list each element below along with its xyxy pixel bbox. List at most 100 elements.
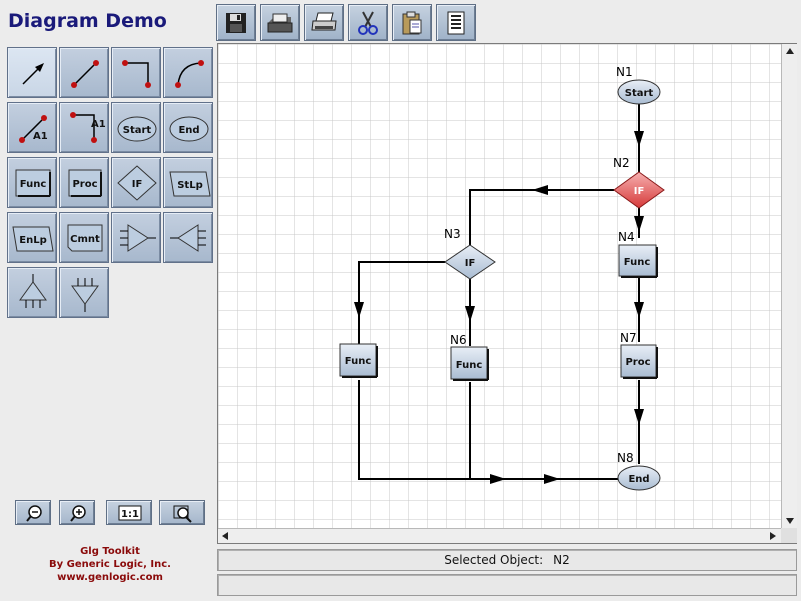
save-button[interactable] <box>216 4 256 41</box>
properties-button[interactable] <box>436 4 476 41</box>
grid-background <box>218 44 781 528</box>
node-shape <box>613 171 665 209</box>
toolbar <box>216 4 801 42</box>
link-func-n8 <box>358 380 618 480</box>
straight-line-icon <box>71 60 99 88</box>
paste-button[interactable] <box>392 4 432 41</box>
node-shape <box>617 465 661 491</box>
node-id-label: N1 <box>616 65 633 79</box>
credits-website[interactable]: www.genlogic.com <box>57 572 163 583</box>
node-id-label: N4 <box>618 230 635 244</box>
zoom-to-icon <box>173 505 192 523</box>
diagram-nodes: Start N1 IF N2 IF N3 Func N4 <box>339 65 665 491</box>
floppy-disk-icon <box>226 12 246 33</box>
end-node-button[interactable]: End <box>163 102 213 153</box>
ellipse-icon: Start <box>117 116 157 142</box>
start-loop-node-button[interactable]: StLp <box>163 157 213 208</box>
scissors-icon <box>358 11 378 35</box>
node-id-label: N2 <box>613 156 630 170</box>
zoom-out-icon <box>26 505 42 522</box>
node-id-label: N6 <box>450 333 467 347</box>
end-loop-node-button[interactable]: EnLp <box>7 212 57 263</box>
diamond-icon: IF <box>117 165 157 201</box>
palette-label: Func <box>20 179 47 190</box>
triangle-up-button[interactable] <box>7 267 57 318</box>
open-button[interactable] <box>260 4 300 41</box>
zoom-reset-button[interactable]: 1:1 <box>106 500 152 525</box>
select-tool-button[interactable] <box>7 47 57 98</box>
message-bar <box>217 574 797 596</box>
triangle-right-button[interactable] <box>111 212 161 263</box>
straight-link-button[interactable] <box>59 47 109 98</box>
credits: Glg Toolkit By Generic Logic, Inc. www.g… <box>20 545 200 584</box>
vertical-scroll-arrows <box>786 48 794 524</box>
diagram-canvas[interactable]: Start N1 IF N2 IF N3 Func N4 <box>217 43 797 544</box>
node-shape <box>339 343 377 377</box>
comment-box-icon: Cmnt <box>67 224 103 252</box>
elbow-link-button[interactable] <box>111 47 161 98</box>
node-text: Func <box>345 356 372 367</box>
labeled-line-icon: A1 <box>19 115 48 143</box>
palette-label: A1 <box>91 119 106 130</box>
node-n8[interactable]: End N8 <box>617 451 661 491</box>
zoom-out-button[interactable] <box>15 500 51 525</box>
arc-link-button[interactable] <box>163 47 213 98</box>
proc-node-button[interactable]: Proc <box>59 157 109 208</box>
arc-line-icon <box>175 60 204 88</box>
arrow-down <box>634 409 644 425</box>
node-n3[interactable]: IF N3 <box>444 227 496 280</box>
palette-label: Cmnt <box>70 234 100 245</box>
node-n2[interactable]: IF N2 <box>613 156 665 209</box>
start-node-button[interactable]: Start <box>111 102 161 153</box>
box-icon: Proc <box>68 169 102 197</box>
parallelogram-icon: StLp <box>169 171 211 197</box>
horizontal-scroll-arrows <box>222 532 776 540</box>
selected-object-label: Selected Object: <box>444 553 544 567</box>
diagram-drawing[interactable]: Start N1 IF N2 IF N3 Func N4 <box>218 44 781 528</box>
arrow-pointer-icon <box>22 63 44 85</box>
zoom-in-button[interactable] <box>59 500 95 525</box>
link-arrows <box>354 131 644 484</box>
scroll-down-icon <box>786 518 794 524</box>
vertical-scrollbar[interactable] <box>781 44 797 528</box>
labeled-elbow-link-button[interactable]: A1 <box>59 102 109 153</box>
node-shape <box>617 79 661 105</box>
credits-company: By Generic Logic, Inc. <box>49 559 171 570</box>
triangle-left-button[interactable] <box>163 212 213 263</box>
cut-button[interactable] <box>348 4 388 41</box>
node-n4[interactable]: Func N4 <box>618 230 658 278</box>
if-node-button[interactable]: IF <box>111 157 161 208</box>
node-n1[interactable]: Start N1 <box>616 65 661 105</box>
triangle-down-button[interactable] <box>59 267 109 318</box>
labeled-elbow-icon: A1 <box>70 112 106 143</box>
node-text: Func <box>456 360 483 371</box>
node-n6[interactable]: Func N6 <box>450 333 489 381</box>
node-func-unnamed[interactable]: Func <box>339 343 378 378</box>
credits-product: Glg Toolkit <box>80 546 140 557</box>
arrow-left <box>532 185 548 195</box>
comment-node-button[interactable]: Cmnt <box>59 212 109 263</box>
ellipse-icon: End <box>169 116 209 142</box>
palette-label: End <box>178 125 199 136</box>
zoom-to-button[interactable] <box>159 500 205 525</box>
zoom-in-icon <box>70 505 86 522</box>
node-id-label: N8 <box>617 451 634 465</box>
node-text: IF <box>634 186 645 197</box>
arrow-down <box>465 306 475 322</box>
node-n7[interactable]: Proc N7 <box>620 331 658 379</box>
zoom-reset-label: 1:1 <box>121 509 139 520</box>
horizontal-scrollbar[interactable] <box>218 528 781 543</box>
status-bar: Selected Object: N2 <box>217 549 797 571</box>
scroll-right-icon <box>770 532 776 540</box>
triangle-right-icon <box>120 224 156 252</box>
arrow-down <box>634 216 644 232</box>
palette-label: Proc <box>72 179 97 190</box>
palette-label: StLp <box>177 180 203 191</box>
box-icon: Func <box>15 169 51 197</box>
palette-label: IF <box>132 179 143 190</box>
scroll-left-icon <box>222 532 228 540</box>
labeled-link-button[interactable]: A1 <box>7 102 57 153</box>
func-node-button[interactable]: Func <box>7 157 57 208</box>
list-document-icon <box>447 11 465 34</box>
print-button[interactable] <box>304 4 344 41</box>
